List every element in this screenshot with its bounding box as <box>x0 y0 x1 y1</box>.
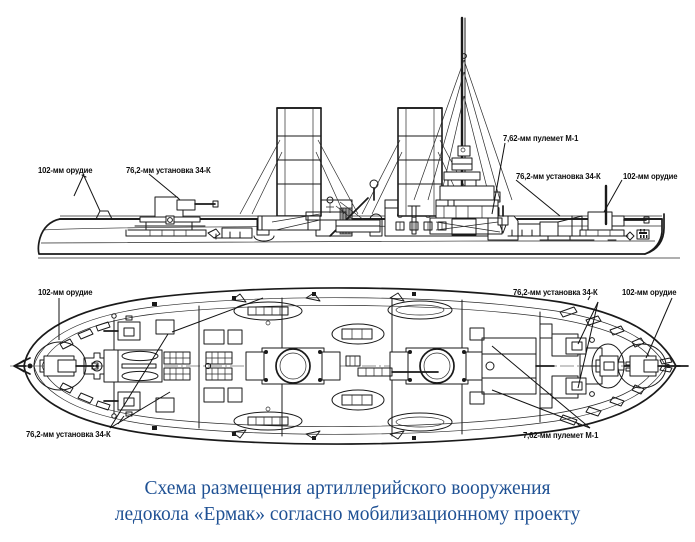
label-plan-fwd-76mm-mount: 76,2-мм установка 34-К <box>513 288 598 297</box>
label-side-fwd-76mm-mount: 76,2-мм установка 34-К <box>516 172 601 181</box>
cargo-derrick <box>221 196 381 239</box>
bridge-structure <box>407 185 503 235</box>
label-plan-762-machine-gun: 7,62-мм пулемет М-1 <box>523 431 599 440</box>
plan-view-leaders <box>58 295 673 429</box>
side-elevation-view <box>37 16 680 259</box>
fwd-deck-vents <box>507 229 545 237</box>
bow-emblem <box>636 229 650 240</box>
aft-boat-deck <box>165 215 275 242</box>
label-side-762-machine-gun: 7,62-мм пулемет М-1 <box>503 134 579 143</box>
deck-plan-view <box>10 287 689 445</box>
side-view-leaders <box>73 142 623 217</box>
label-plan-aft-102mm-gun: 102-мм орудие <box>38 288 93 297</box>
fwd-102mm-gun-side <box>575 184 650 241</box>
lifeboats-plan <box>231 292 453 440</box>
fwd-762-mg-side <box>497 205 509 234</box>
label-side-fwd-102mm-gun: 102-мм орудие <box>623 172 678 181</box>
mainmast <box>413 16 513 201</box>
caption-line-2: ледокола «Ермак» согласно мобилизационно… <box>114 503 581 525</box>
figure-caption: Схема размещения артиллерийского вооруже… <box>0 476 695 527</box>
label-side-aft-76mm-mount: 76,2-мм установка 34-К <box>126 166 211 175</box>
aft-deckhouse-plan <box>103 349 163 383</box>
bridge-block-plan <box>469 323 555 409</box>
caption-line-1: Схема размещения артиллерийского вооруже… <box>144 478 551 499</box>
aft-102mm-gun-side <box>81 174 223 240</box>
label-plan-fwd-102mm-gun: 102-мм орудие <box>622 288 677 297</box>
label-side-aft-102mm-gun: 102-мм орудие <box>38 166 93 175</box>
forward-funnel <box>239 107 359 231</box>
fwd-weapons-plan <box>565 337 641 397</box>
label-plan-aft-76mm-mount: 76,2-мм установка 34-К <box>26 430 111 439</box>
funnel-casings-plan <box>245 347 485 385</box>
aft-machinery-grates <box>163 329 243 403</box>
